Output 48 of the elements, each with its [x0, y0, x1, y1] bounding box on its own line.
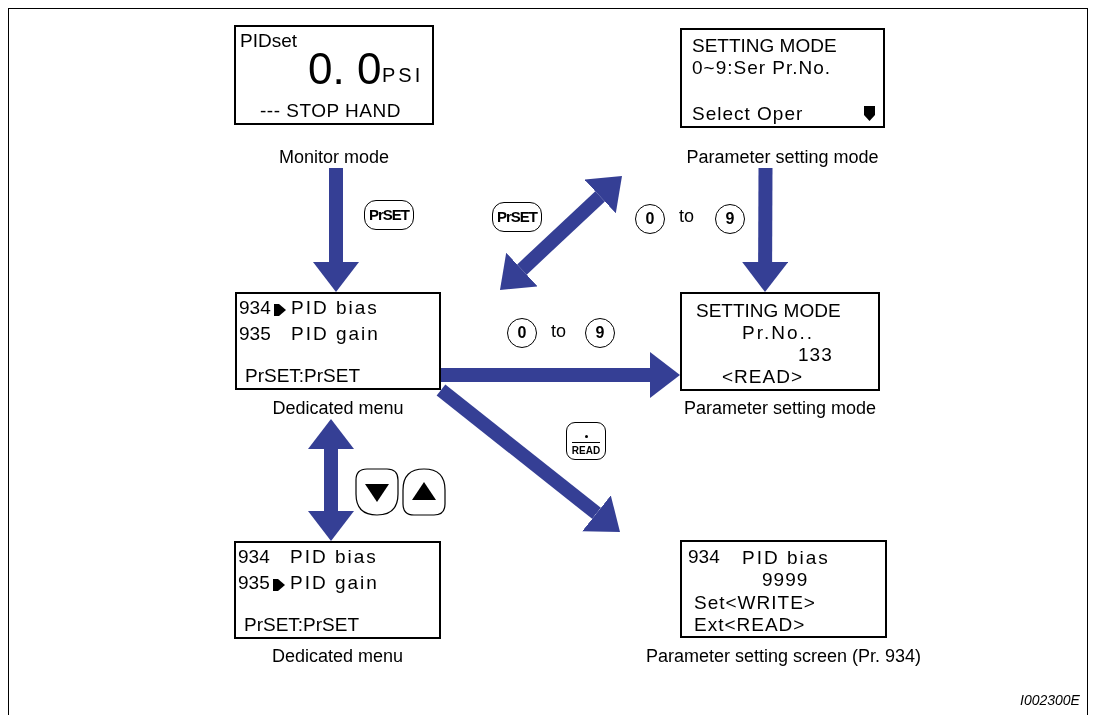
digit-key: 9 — [715, 204, 745, 234]
lcd-text: PID bias — [742, 546, 830, 570]
lcd-text: Ext<READ> — [694, 613, 806, 637]
lcd-text: PID gain — [291, 322, 380, 346]
lcd-text: 935 — [239, 322, 271, 346]
lcd-text: Select Oper — [692, 102, 804, 126]
lcd-text: PID bias — [290, 545, 378, 569]
lcd-text: 0~9:Ser Pr.No. — [692, 56, 832, 80]
lcd-text: PIDset — [240, 29, 298, 53]
lcd-text: SETTING MODE — [696, 299, 841, 323]
mode-caption: Dedicated menu — [271, 645, 404, 668]
lcd-text: 0. 0 — [308, 43, 382, 95]
block-arrow — [441, 352, 680, 398]
lcd-text: PrSET:PrSET — [245, 364, 361, 388]
lcd-text: --- STOP HAND — [260, 99, 401, 123]
lcd-text: 934 — [688, 545, 720, 569]
lcd-text: SETTING MODE — [692, 34, 837, 58]
digit-key: 0 — [507, 318, 537, 348]
key-label: READ — [566, 422, 606, 460]
mode-caption: Parameter setting mode — [686, 146, 879, 169]
mode-caption: Parameter setting screen (Pr. 934) — [645, 645, 922, 668]
block-arrow — [313, 168, 359, 292]
key-label: PrSET — [364, 200, 414, 230]
lcd-text: Pr.No.. — [742, 321, 815, 345]
digit-key: 9 — [585, 318, 615, 348]
figure-code: I002300E — [1020, 692, 1080, 710]
lcd-text: Set<WRITE> — [694, 591, 816, 615]
lcd-text: PID gain — [290, 571, 379, 595]
lcd-text: PID bias — [291, 296, 379, 320]
lcd-text: PrSET:PrSET — [244, 613, 360, 637]
lcd-text: 934 — [239, 296, 271, 320]
lcd-text: PSI — [382, 63, 424, 88]
block-arrow — [308, 419, 354, 541]
mode-caption: Monitor mode — [278, 146, 390, 169]
block-arrow — [436, 384, 620, 532]
key-label: PrSET — [492, 202, 542, 232]
edge-label: to — [551, 320, 566, 343]
digit-key: 0 — [635, 204, 665, 234]
block-arrow — [742, 167, 789, 292]
lcd-text: <READ> — [722, 365, 803, 389]
mode-caption: Parameter setting mode — [683, 397, 877, 420]
edge-label: to — [679, 205, 694, 228]
lcd-text: 935 — [238, 571, 270, 595]
block-arrow — [500, 176, 622, 290]
mode-caption: Dedicated menu — [272, 397, 404, 420]
lcd-text: 9999 — [762, 568, 809, 592]
lcd-text: 133 — [798, 343, 833, 367]
lcd-text: 934 — [238, 545, 270, 569]
